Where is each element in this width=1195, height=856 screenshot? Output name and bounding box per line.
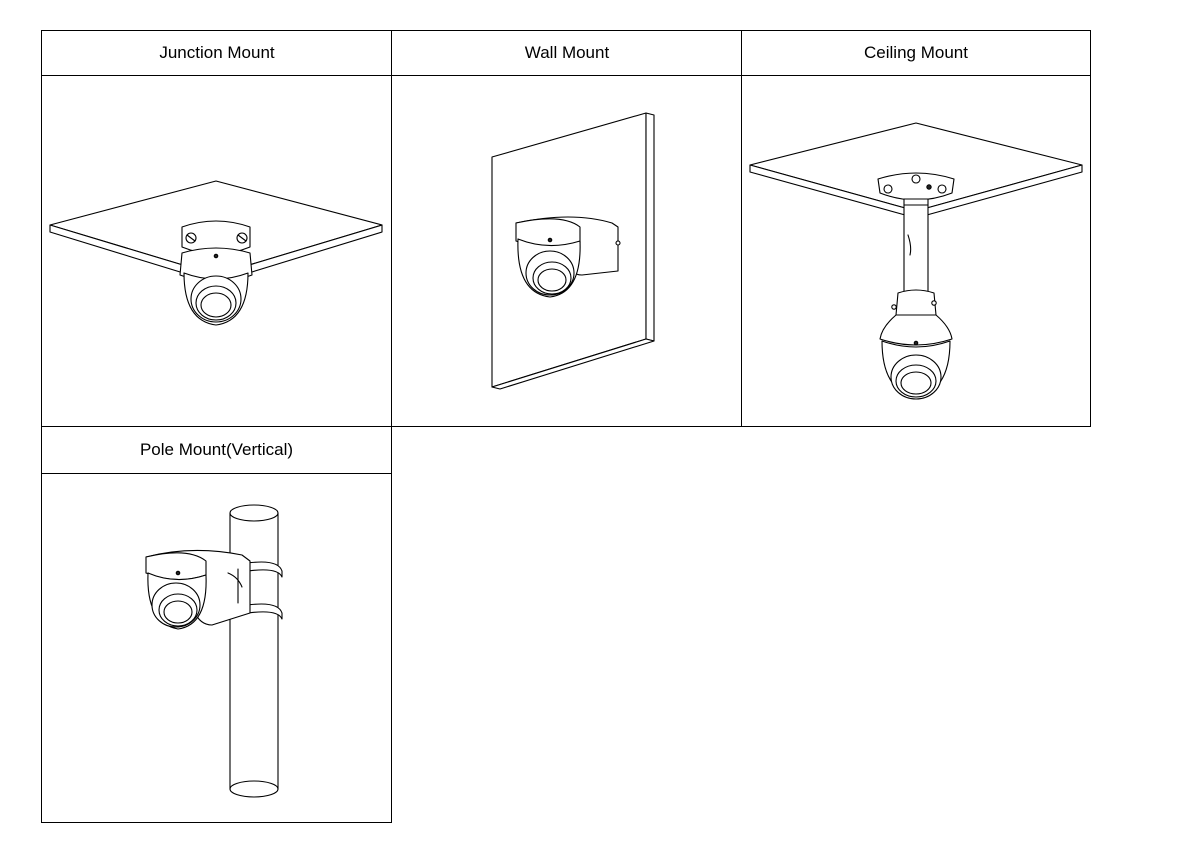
pole-mount-illustration bbox=[41, 473, 392, 823]
pole-mount-header: Pole Mount(Vertical) bbox=[41, 426, 392, 474]
wall-mount-header: Wall Mount bbox=[391, 30, 742, 76]
junction-mount-label: Junction Mount bbox=[159, 43, 275, 62]
pole-mount-label: Pole Mount(Vertical) bbox=[139, 439, 294, 459]
ceiling-mount-illustration bbox=[741, 75, 1091, 427]
junction-mount-header: Junction Mount bbox=[41, 30, 392, 76]
wall-mount-illustration bbox=[391, 75, 742, 427]
ceiling-mount-label: Ceiling Mount bbox=[864, 43, 968, 62]
junction-mount-illustration bbox=[41, 75, 392, 427]
ceiling-mount-header: Ceiling Mount bbox=[741, 30, 1091, 76]
wall-mount-label: Wall Mount bbox=[524, 43, 610, 62]
